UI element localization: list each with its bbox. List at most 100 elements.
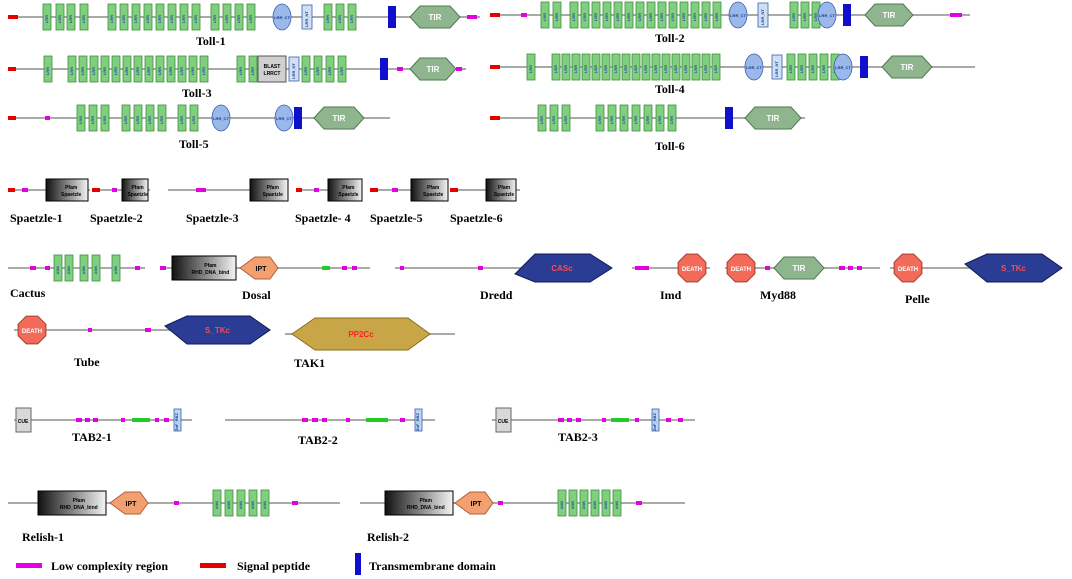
death-domain-label: DEATH <box>22 329 42 335</box>
lrr-domain-label: LRR <box>224 15 229 23</box>
lrr-nt-label: LRR_NT <box>760 9 765 25</box>
lrr-domain <box>179 3 189 31</box>
cue-domain <box>15 407 32 433</box>
ipt-domain-label: IPT <box>126 501 138 508</box>
lrr-domain-label: LRR <box>212 15 217 23</box>
lrr-domain <box>569 1 579 29</box>
lrr-ct-domain <box>211 104 231 132</box>
lrr-nt-domain <box>757 2 769 28</box>
lrr-domain <box>66 3 76 31</box>
lrr-domain-label: LRR <box>553 65 558 73</box>
protein-label-spaetzle-3: Spaetzle-3 <box>186 211 239 225</box>
lrr-domain-label: LRR <box>168 67 173 75</box>
lrr-domain-label: LRR <box>613 65 618 73</box>
lrr-domain-label: LRR <box>159 116 164 124</box>
lrr-domain-label: LRR <box>669 116 674 124</box>
lrr-domain-label: LRR <box>714 13 719 21</box>
tir-domain-label: TIR <box>767 114 780 123</box>
protein-label-relish-1: Relish-1 <box>22 530 64 544</box>
tir-domain-label: TIR <box>427 65 440 74</box>
lrr-domain-label: ANK <box>238 501 243 510</box>
lrr-domain-label: LRR <box>554 13 559 21</box>
lrr-domain <box>167 3 177 31</box>
lrr-ct-domain <box>274 104 294 132</box>
pfam-domain-label: Pfam <box>204 263 217 269</box>
lrr-domain-label: ANK <box>226 501 231 510</box>
lrr-domain <box>661 53 671 81</box>
lrr-domain <box>561 104 571 132</box>
zinc-finger-label: ZnF_RBZ <box>174 413 179 431</box>
lrr-domain-label: LRR <box>692 13 697 21</box>
low-complexity-region <box>342 266 347 270</box>
protein-label-dredd: Dredd <box>480 288 513 302</box>
ipt-domain <box>109 491 149 515</box>
tir-domain <box>773 256 825 280</box>
lrr-ct-domain <box>833 53 853 81</box>
pfam-domain-label: Spaetzle <box>127 192 148 198</box>
lrr-domain-label: LRR <box>123 116 128 124</box>
pfam-domain-label: Spaetzle <box>263 192 284 198</box>
lrr-domain-label: LRR <box>44 15 49 23</box>
ipt-domain <box>239 256 279 280</box>
coiled-coil-region <box>611 418 629 422</box>
lrr-domain <box>561 53 571 81</box>
lrr-domain-label: LRR <box>349 15 354 23</box>
lrr-domain-label: LRR <box>693 65 698 73</box>
lrr-domain <box>53 254 63 282</box>
lrr-nt-label: LRR_NT <box>304 11 309 27</box>
lrr-domain <box>641 53 651 81</box>
lrr-domain <box>671 53 681 81</box>
lrr-domain <box>808 53 818 81</box>
lrr-domain-label: ANK <box>592 501 597 510</box>
protein-label-tab2-2: TAB2-2 <box>298 433 338 447</box>
legend-swatch-low-complexity <box>16 563 42 568</box>
lrr-domain <box>301 55 311 83</box>
signal-peptide <box>370 188 378 192</box>
pp2cc-domain-label: PP2Cc <box>348 330 374 339</box>
low-complexity-region <box>456 67 462 71</box>
lrr-domain-label: LRR <box>670 13 675 21</box>
lrr-domain-label: LRR <box>45 67 50 75</box>
lrr-domain <box>189 104 199 132</box>
lrr-domain-label: LRR <box>633 116 638 124</box>
transmembrane-domain <box>388 6 396 28</box>
lrr-nt-label: LRR_NT <box>291 63 296 79</box>
death-domain <box>17 315 47 345</box>
death-domain <box>677 253 707 283</box>
lrr-domain-label: LRR <box>648 13 653 21</box>
lrr-domain <box>188 55 198 83</box>
ipt-domain <box>454 491 494 515</box>
pfam-domain-label: Pfam <box>73 498 86 504</box>
lrr-nt-domain <box>301 4 313 30</box>
low-complexity-region <box>93 418 98 422</box>
lrr-domain-label: LRR <box>191 116 196 124</box>
lrr-domain-label: LRR <box>157 15 162 23</box>
lrr-ct-domain <box>272 3 292 31</box>
lrr-domain <box>579 489 589 517</box>
low-complexity-region <box>848 266 853 270</box>
low-complexity-region <box>121 418 125 422</box>
lrr-domain-label: LRR <box>147 116 152 124</box>
low-complexity-region <box>292 501 298 505</box>
lrr-ct-domain <box>728 1 748 29</box>
lrr-domain-label: LRR <box>657 116 662 124</box>
lrr-domain-label: LRR <box>703 65 708 73</box>
lrr-domain-label: LRR <box>645 116 650 124</box>
lrr-domain-label: LRR <box>603 65 608 73</box>
lrr-domain <box>236 489 246 517</box>
lrr-domain <box>131 3 141 31</box>
signal-peptide <box>490 65 500 69</box>
protein-label-spaetzle-1: Spaetzle-1 <box>10 211 63 225</box>
transmembrane-domain <box>380 58 388 80</box>
lrr-domain <box>246 3 256 31</box>
low-complexity-region <box>135 266 140 270</box>
signal-peptide <box>450 188 458 192</box>
lrr-domain <box>657 1 667 29</box>
lrr-domain-label: LRR <box>813 13 818 21</box>
casc-domain <box>514 253 613 283</box>
lrr-domain-label: LRR <box>582 13 587 21</box>
lrr-domain-label: LRR <box>190 67 195 75</box>
low-complexity-region <box>857 266 862 270</box>
zinc-finger-domain <box>173 408 182 432</box>
low-complexity-region <box>678 418 683 422</box>
